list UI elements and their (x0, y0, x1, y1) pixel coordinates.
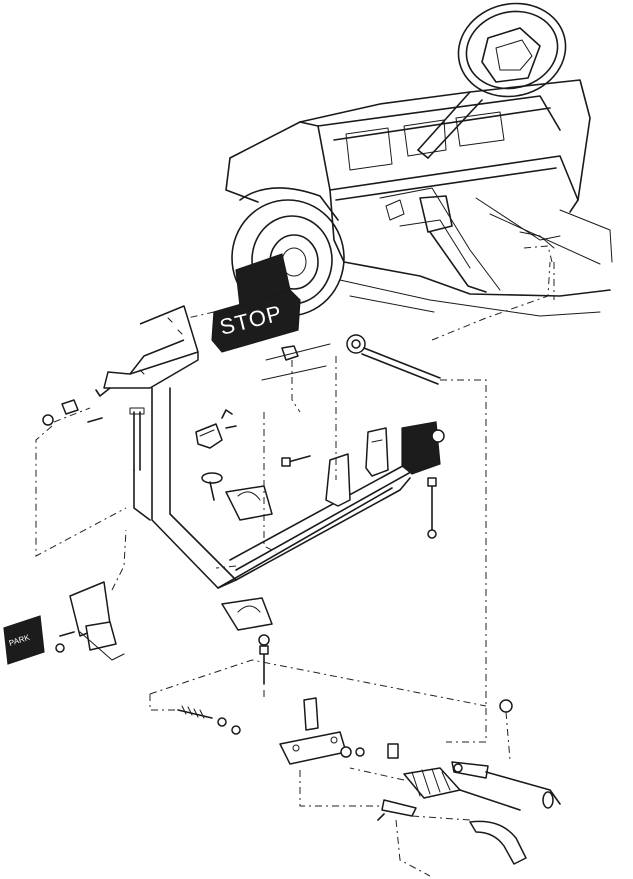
saddle-clamp-upper (225, 485, 273, 521)
park-decal: PARK (3, 615, 45, 665)
brake-cable (459, 771, 561, 865)
brake-pedal-assembly (95, 305, 419, 589)
cable-bracket (279, 697, 347, 765)
cable-boot (403, 767, 461, 799)
lower-nuts (340, 743, 399, 759)
knob-bolt (201, 472, 223, 501)
park-latch-assembly (55, 581, 125, 661)
nut-upper (261, 343, 331, 413)
lower-bolt (259, 645, 269, 685)
cable-end (451, 761, 489, 779)
grommet-right (499, 699, 513, 713)
fasteners-left (35, 399, 127, 557)
steering-wheel (417, 2, 567, 159)
saddle-clamp-lower (221, 597, 273, 646)
cart-body (225, 2, 613, 317)
clip (377, 799, 417, 821)
leader-lines (111, 245, 555, 877)
bolt-middle (281, 455, 311, 467)
stop-decal: STOP (211, 253, 301, 353)
eye-rod (346, 334, 487, 743)
clevis-block (401, 421, 445, 475)
adjuster-rod (177, 705, 241, 735)
bracket-upper (195, 409, 237, 449)
clevis-bolt (427, 477, 437, 539)
pivot-bracket (325, 427, 389, 507)
